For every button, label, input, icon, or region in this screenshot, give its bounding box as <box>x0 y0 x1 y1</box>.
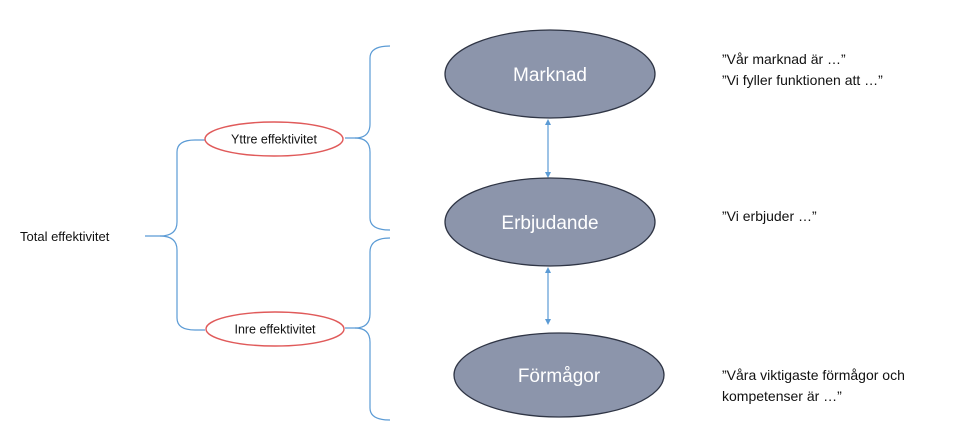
outer-bracket <box>345 45 391 231</box>
node-offering-label: Erbjudande <box>501 213 598 234</box>
node-market: Marknad <box>444 29 656 119</box>
outer-effectiveness-text: Yttre effektivitet <box>231 133 317 147</box>
node-capabilities-label: Förmågor <box>518 366 601 387</box>
node-offering: Erbjudande <box>444 177 656 267</box>
inner-effectiveness-text: Inre effektivitet <box>234 323 316 337</box>
market-quote: ”Vår marknad är …” ”Vi fyller funktionen… <box>722 49 883 91</box>
capabilities-quote-line1: ”Våra viktigaste förmågor och <box>722 367 905 383</box>
market-quote-line1: ”Vår marknad är …” <box>722 51 846 67</box>
market-quote-line2: ”Vi fyller funktionen att …” <box>722 72 883 88</box>
total-effectiveness-label: Total effektivitet <box>20 229 110 244</box>
offering-quote: ”Vi erbjuder …” <box>722 206 817 227</box>
inner-bracket-join <box>354 327 371 343</box>
node-capabilities: Förmågor <box>453 332 665 418</box>
offering-quote-line1: ”Vi erbjuder …” <box>722 208 817 224</box>
capabilities-quote-line2: kompetenser är …” <box>722 388 842 404</box>
capabilities-quote: ”Våra viktigaste förmågor och kompetense… <box>722 365 905 407</box>
outer-effectiveness-label: Yttre effektivitet <box>204 121 344 157</box>
node-market-label: Marknad <box>513 65 587 86</box>
total-bracket <box>145 139 205 331</box>
inner-bracket <box>345 237 391 421</box>
total-bracket-join <box>159 235 178 251</box>
outer-bracket-join <box>354 137 371 153</box>
inner-effectiveness-label: Inre effektivitet <box>205 311 345 347</box>
